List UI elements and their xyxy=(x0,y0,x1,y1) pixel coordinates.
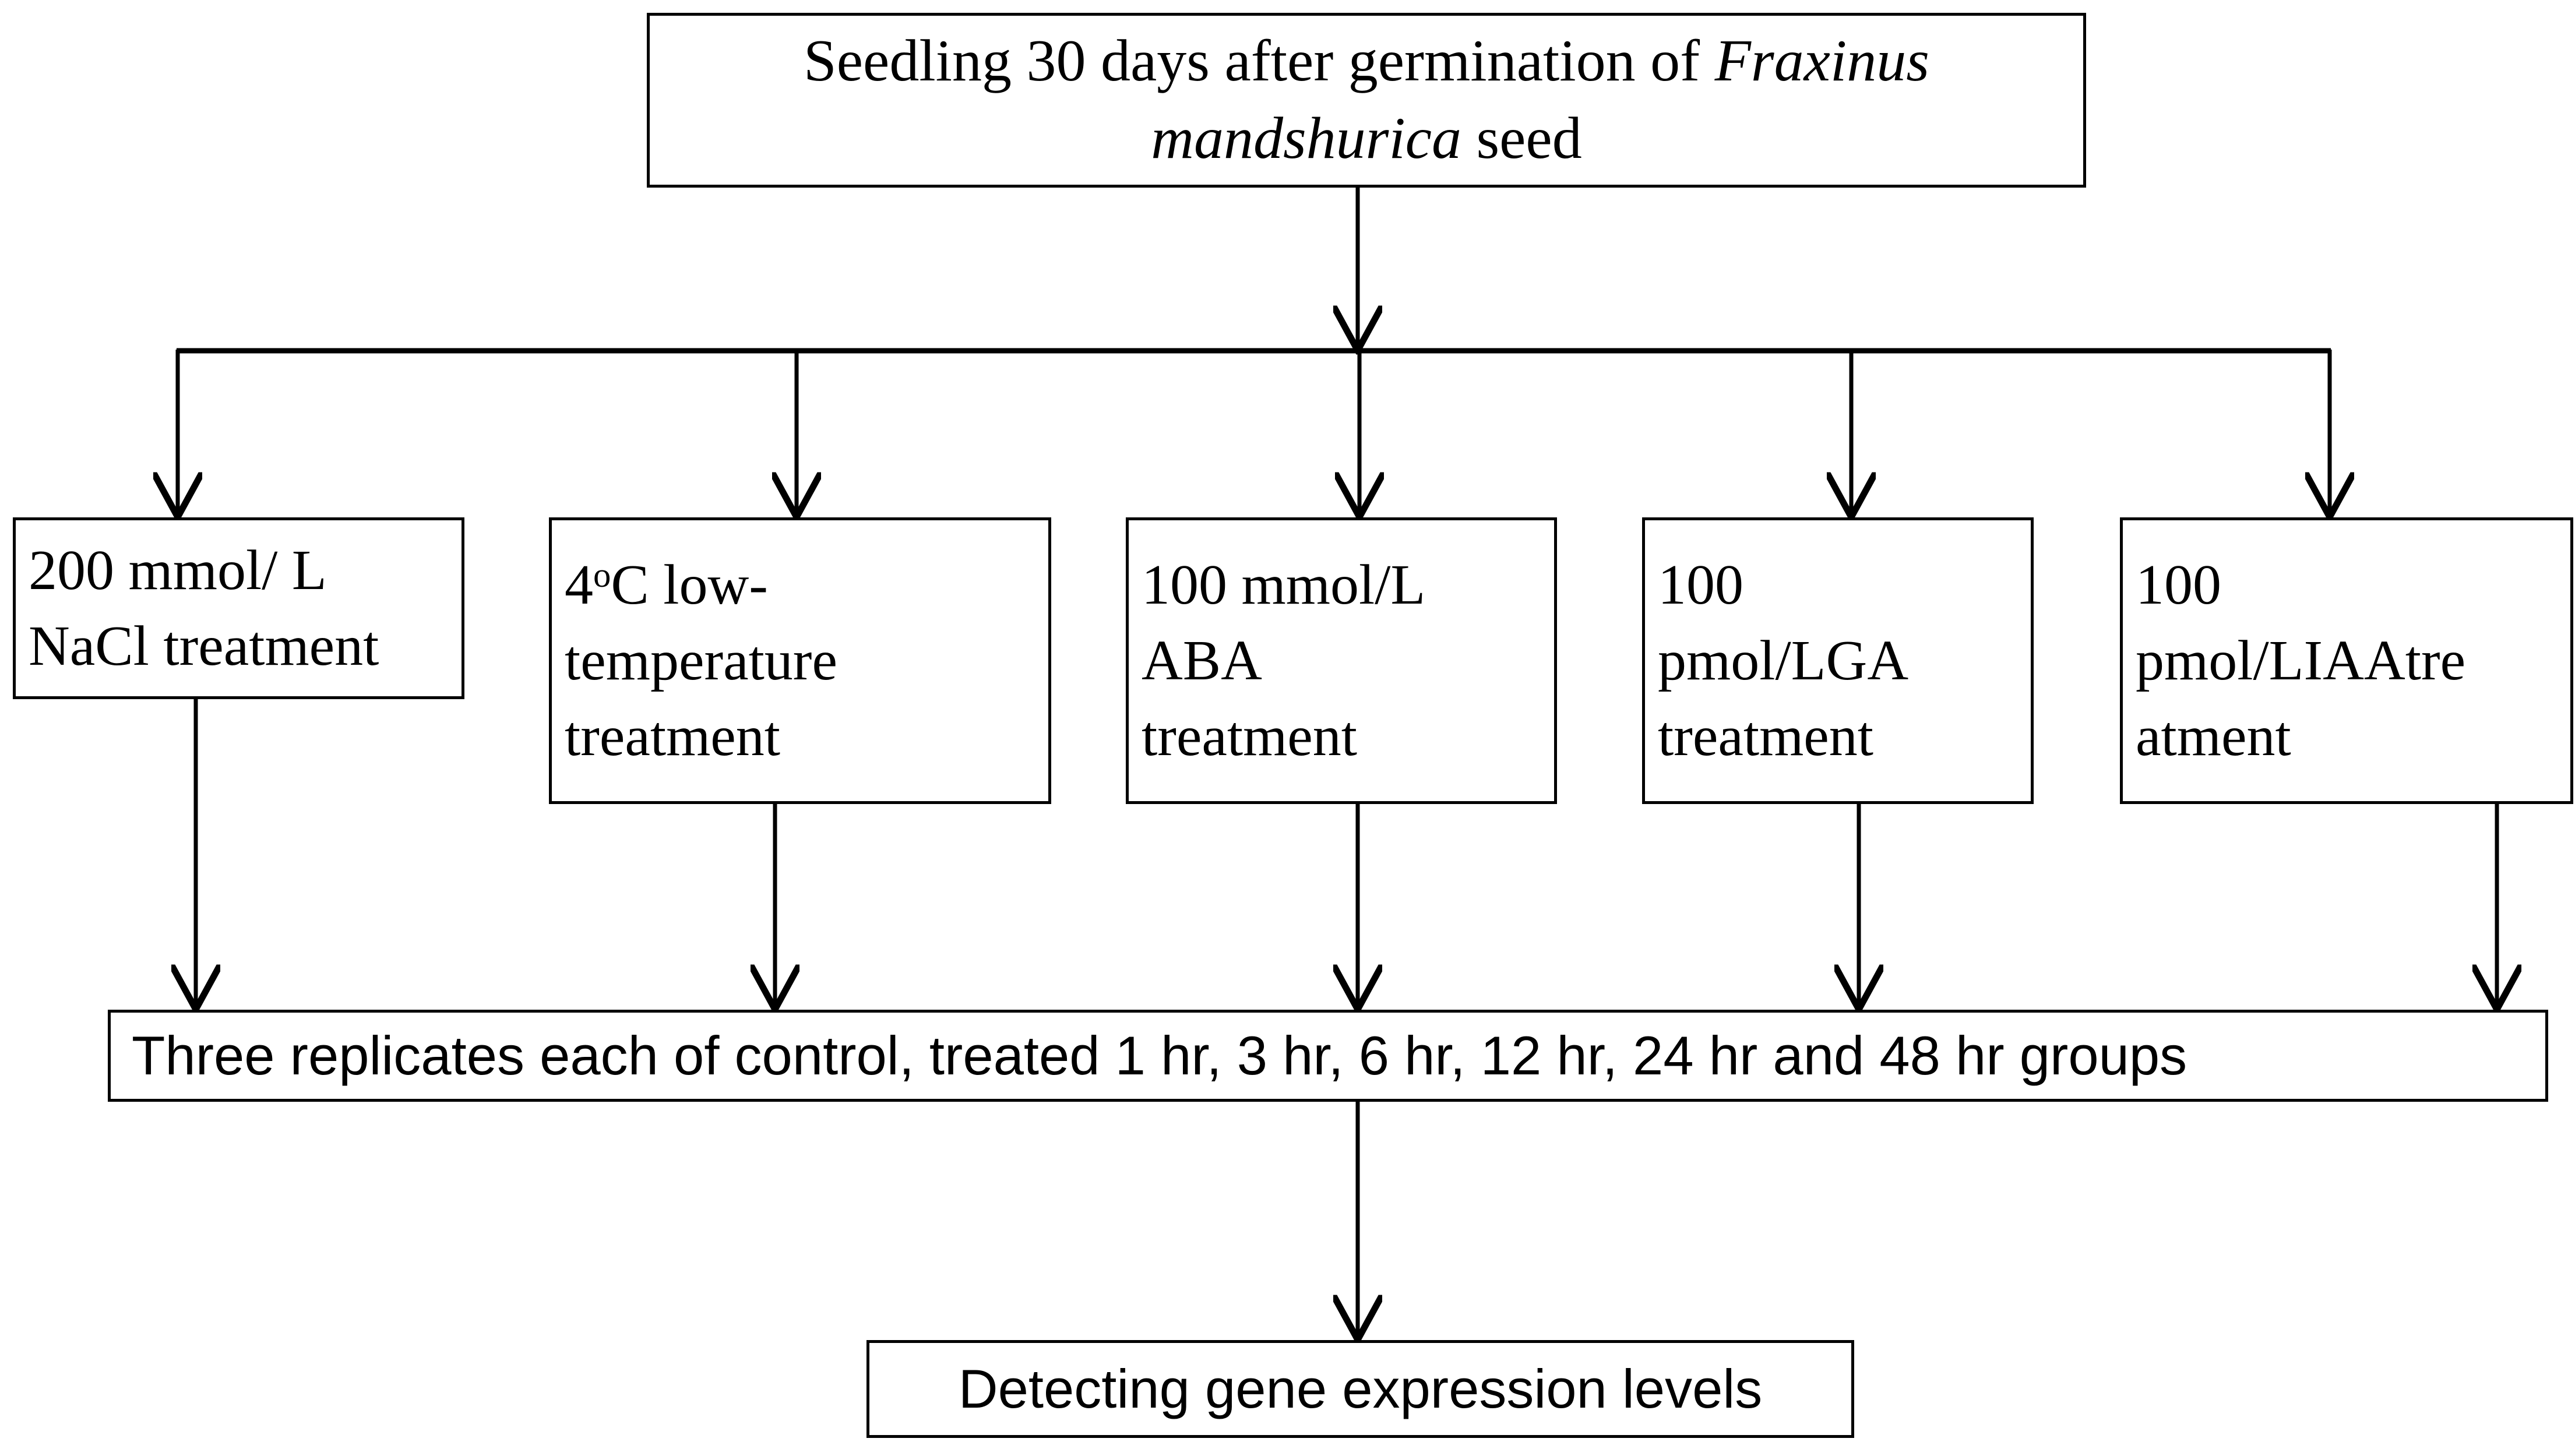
node-treatment-iaa: 100 pmol/LIAAtre atment xyxy=(2120,517,2573,804)
node-treatment-cold: 4oC low- temperature treatment xyxy=(549,517,1051,804)
node-treatment-nacl-label: 200 mmol/ L NaCl treatment xyxy=(16,533,462,685)
treatment-aba-line2: ABA xyxy=(1142,629,1262,692)
treatment-cold-line3: treatment xyxy=(565,705,781,768)
treatment-iaa-line3: atment xyxy=(2136,705,2291,768)
degree-symbol: o xyxy=(593,555,611,595)
node-treatment-ga: 100 pmol/LGA treatment xyxy=(1642,517,2034,804)
node-seedling-source-label: Seedling 30 days after germination of Fr… xyxy=(650,23,2083,177)
seedling-text-after-species: seed xyxy=(1461,105,1582,171)
node-replicates-groups-label: Three replicates each of control, treate… xyxy=(132,1025,2187,1086)
node-treatment-iaa-label: 100 pmol/LIAAtre atment xyxy=(2123,547,2570,775)
node-treatment-nacl: 200 mmol/ L NaCl treatment xyxy=(13,517,464,699)
treatment-ga-line3: treatment xyxy=(1658,705,1874,768)
node-replicates-groups: Three replicates each of control, treate… xyxy=(108,1010,2548,1102)
node-seedling-source: Seedling 30 days after germination of Fr… xyxy=(647,13,2086,188)
treatment-cold-line1-rest: C low- xyxy=(611,553,768,616)
treatment-aba-line1: 100 mmol/L xyxy=(1142,553,1426,616)
node-treatment-aba: 100 mmol/L ABA treatment xyxy=(1126,517,1557,804)
treatment-nacl-line1: 200 mmol/ L xyxy=(29,538,327,602)
node-treatment-cold-label: 4oC low- temperature treatment xyxy=(552,547,1048,775)
treatment-ga-line1: 100 xyxy=(1658,553,1743,616)
treatment-nacl-line2: NaCl treatment xyxy=(29,615,379,678)
seedling-text-before-species: Seedling 30 days after germination of xyxy=(804,28,1715,94)
treatment-cold-line2: temperature xyxy=(565,629,837,692)
treatment-iaa-line1: 100 xyxy=(2136,553,2221,616)
node-treatment-aba-label: 100 mmol/L ABA treatment xyxy=(1129,547,1554,775)
treatment-iaa-line2: pmol/LIAAtre xyxy=(2136,629,2466,692)
node-detect-expression: Detecting gene expression levels xyxy=(866,1340,1854,1438)
node-treatment-ga-label: 100 pmol/LGA treatment xyxy=(1645,547,2031,775)
treatment-aba-line3: treatment xyxy=(1142,705,1358,768)
node-detect-expression-label: Detecting gene expression levels xyxy=(958,1358,1763,1419)
species-name-italic: Fraxinus mandshurica xyxy=(1151,28,1929,171)
treatment-cold-temp-value: 4 xyxy=(565,553,593,616)
treatment-ga-line2: pmol/LGA xyxy=(1658,629,1909,692)
